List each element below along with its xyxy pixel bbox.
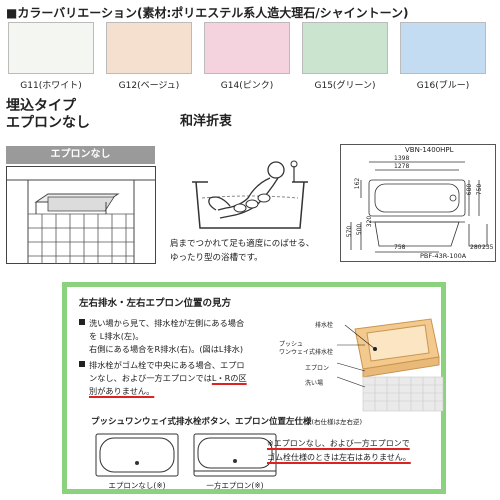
dim-570: 570 [346,225,354,238]
technical-drawing-lines [350,161,488,253]
dim-1278: 1278 [394,163,410,170]
swatch-label-g11: G11(ホワイト) [20,81,82,91]
technical-drawing [340,144,496,262]
guide-p1-line3: 右側にある場合をR排水(右)。(図はL排水) [89,344,244,354]
dim-162: 162 [354,177,362,190]
drain-guide-box: 左右排水・左右エプロン位置の見方 洗い場から見て、排水栓が左側にある場合 を L… [62,282,446,494]
tub-label-one-apron: 一方エプロン(※) [206,481,264,490]
dim-1398: 1398 [394,155,410,162]
swatch-label-g12: G12(ベージュ) [118,81,180,91]
style-caption: 肩までつかれて足も適度にのばせる、 ゆったり型の浴槽です。 [170,237,340,265]
swatch-label-g14: G14(ピンク) [220,81,274,91]
dim-758: 758 [394,244,406,251]
label-apron: エプロン [305,365,330,372]
guide-title: 左右排水・左右エプロン位置の見方 [79,298,232,309]
style-caption-line2: ゆったり型の浴槽です。 [170,253,263,263]
dim-280: 280 [470,244,482,251]
label-push-line1: プッシュ [279,341,304,348]
guide-subtitle-main: プッシュワンウェイ式排水栓ボタン、エプロン位置左仕様 [91,417,312,427]
tub-diagram-one-apron [193,433,277,477]
dim-235: 235 [482,244,494,251]
guide-p2-line3a: L・Rの区 [211,373,247,383]
swatch-g12 [106,22,192,74]
guide-paragraph-1: 洗い場から見て、排水栓が左側にある場合 を L排水(左)。 右側にある場合をR排… [79,317,269,356]
tub-diagram-no-apron [95,433,179,477]
guide-subtitle: プッシュワンウェイ式排水栓ボタン、エプロン位置左仕様(右仕様は左右逆) [91,415,362,427]
dim-750: 750 [476,183,484,196]
type-title: 埋込タイプ エプロンなし [6,98,90,132]
dim-680: 680 [466,183,474,196]
swatch-g14 [204,22,290,74]
bullet-square-icon [79,319,85,325]
label-wash-area: 洗い場 [305,380,324,387]
guide-paragraph-2: 排水栓がゴム栓で中央にある場合、エプロ ンなし、および一方エプロンではL・Rの区… [79,359,269,398]
apron-tag: エプロンなし [6,146,155,164]
swatch-g15 [302,22,388,74]
red-note-line2: ゴム栓仕様のときは左右はありません。 [267,453,411,462]
bathroom-illustration [6,166,156,264]
type-title-line1: 埋込タイプ [6,98,76,114]
swatch-g16 [400,22,486,74]
bullet-square-icon [79,361,85,367]
style-title: 和洋折衷 [180,114,233,129]
guide-p1-line2: を L排水(左)。 [89,331,144,341]
guide-p2-line4: 別がありません。 [89,386,155,396]
guide-p2-line2: ンなし、および一方エプロンでは [89,373,212,383]
apron-position-diagram [336,318,444,412]
label-push-line2: ワンウェイ式排水栓 [279,349,334,356]
swatch-label-g16: G16(ブルー) [416,81,470,91]
guide-p2-line1: 排水栓がゴム栓で中央にある場合、エプロ [89,360,245,370]
bather-illustration [192,160,308,229]
label-drain: 排水栓 [315,322,334,329]
guide-red-note: ※エプロンなし、および一方エプロンで ゴム栓仕様のときは左右はありません。 [267,437,447,465]
part-number: PBF-43R-100A [420,252,467,260]
swatch-g11 [8,22,94,74]
model-number: VBN-1400HPL [405,146,454,154]
swatch-label-g15: G15(グリーン) [314,81,376,91]
dim-320: 320 [366,215,374,228]
page-title: ■カラーバリエーション(素材:ポリエステル系人造大理石/シャイントーン) [6,6,409,20]
guide-p1-line1: 洗い場から見て、排水栓が左側にある場合 [89,318,245,328]
style-caption-line1: 肩までつかれて足も適度にのばせる、 [170,239,315,249]
tub-label-no-apron: エプロンなし(※) [108,481,166,490]
guide-subtitle-note: (右仕様は左右逆) [311,418,363,426]
type-title-line2: エプロンなし [6,115,90,131]
red-note-line1: ※エプロンなし、および一方エプロンで [267,439,410,448]
dim-500: 500 [356,223,364,236]
